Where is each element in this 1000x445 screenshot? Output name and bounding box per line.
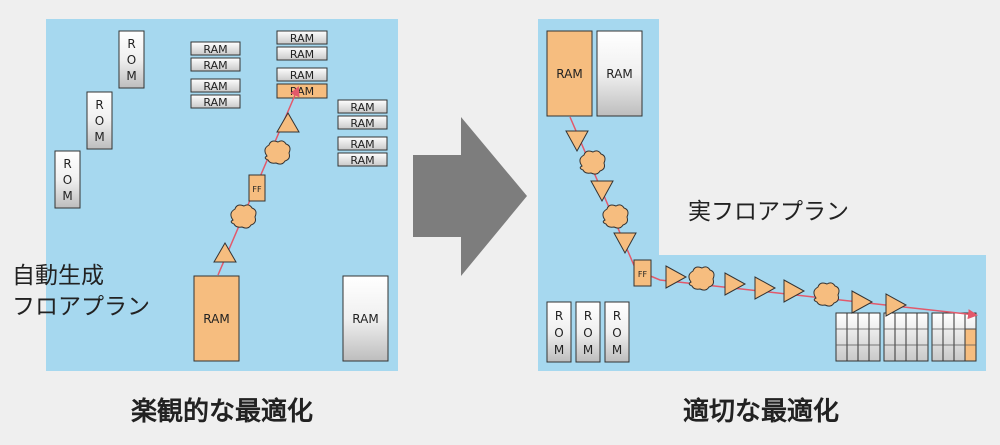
rom-char: O — [554, 326, 563, 340]
right-panel-title: 実フロアプラン — [688, 199, 849, 225]
rom-char: M — [62, 189, 72, 203]
ram-stack: RAM RAM RAM RAM — [337, 99, 388, 167]
flip-flop — [248, 174, 266, 202]
buffer-triangle — [851, 290, 874, 314]
ram-label: RAM — [350, 154, 374, 167]
rom-char: R — [613, 309, 621, 323]
left-panel-title-line1: 自動生成 — [12, 263, 104, 289]
ram-block: RAM — [342, 275, 389, 362]
rom-char: O — [63, 173, 72, 187]
rom-char: M — [612, 343, 622, 357]
rom-char: R — [63, 157, 71, 171]
rom-char: R — [95, 98, 103, 112]
buffer-triangle — [276, 112, 300, 133]
rom-char: M — [554, 343, 564, 357]
logic-cloud — [230, 204, 257, 229]
rom-char: M — [94, 130, 104, 144]
rom-char: R — [127, 37, 135, 51]
rom-block: R O M — [54, 150, 81, 209]
buffer-triangle — [590, 180, 614, 203]
ram-label: RAM — [290, 48, 314, 61]
left-caption: 楽観的な最適化 — [131, 396, 313, 427]
ff-label: FF — [252, 185, 262, 194]
ram-label: RAM — [352, 312, 378, 326]
logic-cloud — [813, 282, 840, 307]
ram-label: RAM — [290, 32, 314, 45]
buffer-triangle — [565, 130, 589, 153]
ram-array — [835, 312, 881, 362]
ram-label: RAM — [290, 85, 314, 98]
ram-array — [931, 312, 977, 362]
flip-flop — [633, 259, 652, 287]
ram-block: RAM — [596, 30, 643, 117]
buffer-triangle — [783, 279, 806, 303]
rom-block: R O M — [546, 301, 572, 363]
rom-char: R — [555, 309, 563, 323]
ram-block: RAM — [193, 275, 240, 362]
buffer-triangle — [724, 272, 747, 296]
rom-block: R O M — [118, 30, 145, 89]
ram-label: RAM — [203, 96, 227, 109]
ram-label: RAM — [203, 59, 227, 72]
rom-block: R O M — [575, 301, 601, 363]
ram-label: RAM — [606, 67, 632, 81]
ram-label: RAM — [556, 67, 582, 81]
transition-arrow-icon — [413, 117, 527, 276]
buffer-triangle — [665, 265, 688, 289]
rom-char: M — [583, 343, 593, 357]
ff-label: FF — [638, 270, 648, 279]
ram-label: RAM — [203, 80, 227, 93]
rom-char: M — [126, 69, 136, 83]
ram-array — [883, 312, 929, 362]
logic-cloud — [602, 204, 629, 229]
ram-label: RAM — [350, 138, 374, 151]
rom-char: R — [584, 309, 592, 323]
buffer-triangle — [754, 276, 777, 300]
ram-block: RAM — [546, 30, 593, 117]
logic-cloud — [579, 150, 606, 175]
buffer-triangle — [213, 242, 237, 263]
buffer-triangle — [885, 293, 908, 317]
ram-label: RAM — [203, 43, 227, 56]
rom-block: R O M — [86, 91, 113, 150]
ram-label: RAM — [350, 117, 374, 130]
ram-label: RAM — [203, 312, 229, 326]
buffer-triangle — [613, 232, 637, 255]
ram-stack: RAM RAM RAM RAM — [276, 30, 328, 99]
ram-label: RAM — [290, 69, 314, 82]
logic-cloud — [264, 140, 291, 165]
rom-block: R O M — [604, 301, 630, 363]
rom-char: O — [95, 114, 104, 128]
right-caption: 適切な最適化 — [683, 396, 839, 427]
rom-char: O — [583, 326, 592, 340]
ram-label: RAM — [350, 101, 374, 114]
rom-char: O — [127, 53, 136, 67]
left-panel-title-line2: フロアプラン — [12, 294, 150, 320]
logic-cloud — [688, 266, 715, 291]
ram-stack: RAM RAM RAM RAM — [190, 41, 241, 109]
rom-char: O — [612, 326, 621, 340]
